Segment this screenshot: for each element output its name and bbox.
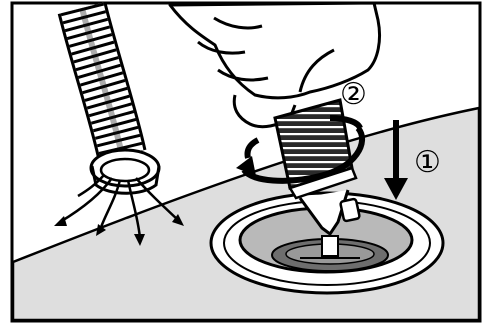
step-one-label: ① bbox=[414, 145, 441, 180]
step-two-label: ② bbox=[340, 77, 367, 112]
